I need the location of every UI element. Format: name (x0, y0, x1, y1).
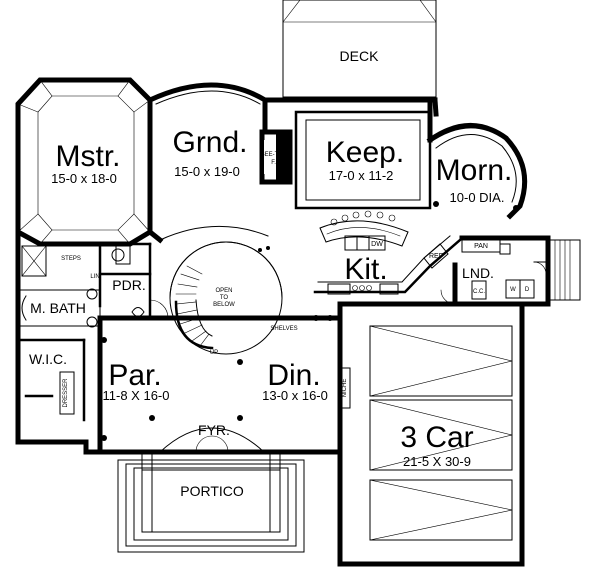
garage-name: 3 Car (400, 421, 473, 454)
open-to-below-label-2: TO (220, 295, 229, 301)
great-room-name: Grnd. (172, 126, 247, 159)
powder-room-name: PDR. (112, 277, 145, 293)
kitchen (313, 210, 551, 295)
keeping-room-dimensions: 17-0 x 11-2 (329, 168, 394, 183)
shelves-label: SHELVES (270, 326, 297, 332)
parlor-dimensions: 11-8 X 16-0 (103, 388, 170, 403)
deck (282, 0, 437, 98)
spiral-staircase (169, 241, 283, 355)
parlor-name: Par. (108, 359, 161, 392)
foyer (159, 427, 265, 453)
keeping-room (294, 97, 439, 210)
garage-dimensions: 21-5 X 30-9 (403, 454, 471, 469)
dryer-label: D (525, 287, 530, 293)
dining-room-name: Din. (267, 359, 320, 392)
master-bath-name: M. BATH (30, 300, 86, 316)
kitchen-name: Kit. (344, 253, 387, 286)
see-thru-fireplace (259, 129, 293, 185)
garage (337, 289, 551, 567)
great-room-dimensions: 15-0 x 19-0 (174, 164, 240, 179)
niche-label: NICHE (342, 379, 348, 398)
open-to-below-label-1: OPEN (215, 288, 232, 294)
great-room (146, 82, 438, 244)
portico-name: PORTICO (180, 483, 244, 499)
refrigerator-label: REF (429, 253, 443, 260)
morning-room (426, 123, 528, 220)
washer-label: W (510, 287, 516, 293)
walk-in-closet (15, 338, 89, 445)
keeping-room-name: Keep. (326, 136, 404, 169)
see-thru-label: SEE-THRU (261, 152, 292, 158)
linen-label: LIN (90, 274, 99, 280)
deck-label: DECK (340, 48, 380, 64)
foyer-name: FYR. (198, 422, 230, 438)
fireplace-label: F.P. (271, 160, 281, 166)
stair-up-label: UP (210, 350, 218, 356)
pantry (461, 239, 511, 255)
dresser-label: DRESSER (63, 378, 69, 408)
laundry (452, 235, 551, 307)
laundry-name: LND. (462, 265, 494, 281)
coat-closet-label: C.C. (473, 289, 485, 295)
master-bedroom-dimensions: 15-0 x 18-0 (51, 171, 117, 186)
open-to-below-label-3: BELOW (213, 302, 235, 308)
morning-room-dimensions: 10-0 DIA. (450, 190, 505, 205)
steps-label: STEPS (61, 256, 81, 262)
morning-room-name: Morn. (436, 154, 513, 187)
side-porch (549, 239, 581, 301)
portico (117, 451, 305, 553)
pantry-label: PAN (474, 243, 488, 250)
walk-in-closet-name: W.I.C. (29, 351, 67, 367)
master-bedroom-name: Mstr. (56, 140, 121, 173)
dining-room-dimensions: 13-0 x 16-0 (262, 388, 328, 403)
dishwasher-label: DW (371, 241, 383, 248)
